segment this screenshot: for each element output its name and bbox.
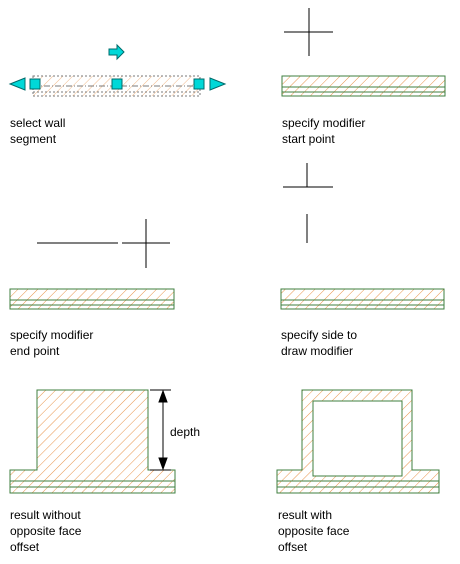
crosshair-cursor-icon [284,8,333,56]
arrow-up-right-icon [108,43,125,61]
caption-line: start point [282,132,335,146]
depth-label: depth [170,425,201,439]
step5-caption: result without opposite face offset [10,507,81,555]
caption-line: result with [278,508,333,522]
end-grip-square-icon[interactable] [193,78,205,90]
caption-line: draw modifier [281,344,354,358]
caption-line: end point [10,344,60,358]
crosshair-cursor-icon [122,219,170,268]
caption-line: specify modifier [10,328,94,342]
caption-line: offset [278,540,308,554]
caption-line: select wall [10,116,66,130]
wall-with-solid-modifier [9,389,176,494]
caption-line: result without [10,508,81,522]
right-grip-triangle-icon[interactable] [209,77,227,91]
wall-segment [9,288,175,310]
caption-line: segment [10,132,57,146]
caption-line: opposite face [10,524,82,538]
mid-grip-square-icon[interactable] [111,78,123,90]
caption-line: specify side to [281,328,358,342]
step6-caption: result with opposite face offset [278,507,349,555]
step4-caption: specify side to draw modifier [281,327,357,359]
wall-segment [281,75,446,97]
left-grip-triangle-icon[interactable] [8,77,26,91]
step2-caption: specify modifier start point [282,115,365,147]
step1-caption: select wall segment [10,115,65,147]
caption-line: specify modifier [282,116,366,130]
step3-caption: specify modifier end point [10,327,93,359]
start-grip-square-icon[interactable] [29,78,41,90]
wall-segment [280,288,445,310]
caption-line: offset [10,540,40,554]
caption-line: opposite face [278,524,350,538]
modifier-outline-preview [283,163,333,243]
depth-dimension [150,389,171,471]
wall-with-offset-modifier [276,389,440,494]
